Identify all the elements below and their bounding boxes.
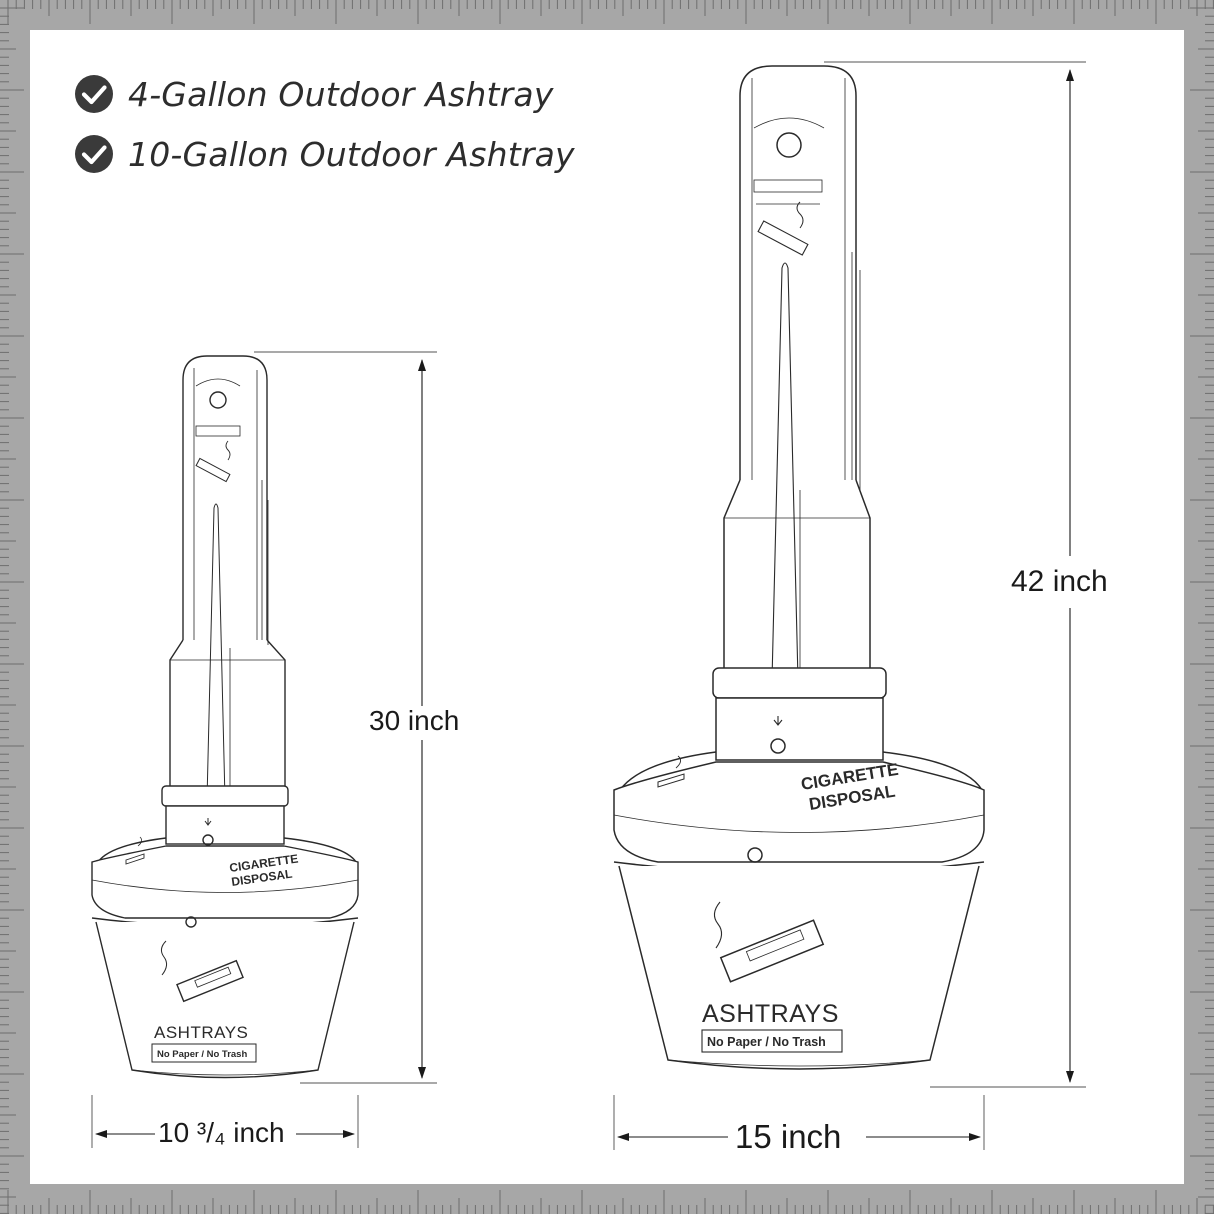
check-circle-icon — [75, 75, 113, 113]
check-circle-icon — [75, 135, 113, 173]
small-base-text: ASHTRAYS — [154, 1023, 248, 1042]
large-base-subtext: No Paper / No Trash — [707, 1035, 826, 1049]
feature-item-4-gallon: 4-Gallon Outdoor Ashtray — [74, 74, 554, 114]
feature-label: 10-Gallon Outdoor Ashtray — [128, 134, 575, 174]
small-ashtray-drawing — [91, 351, 437, 1148]
large-width-label: 15 inch — [732, 1120, 845, 1153]
small-width-label: 10 ³/₄ inch — [155, 1119, 288, 1147]
small-height-label: 30 inch — [366, 707, 463, 735]
small-base-subtext: No Paper / No Trash — [157, 1049, 247, 1060]
feature-label: 4-Gallon Outdoor Ashtray — [128, 74, 554, 114]
feature-item-10-gallon: 10-Gallon Outdoor Ashtray — [74, 134, 575, 174]
large-base-text: ASHTRAYS — [702, 1000, 839, 1028]
large-ashtray-drawing — [613, 61, 1086, 1150]
large-height-label: 42 inch — [1008, 567, 1111, 597]
